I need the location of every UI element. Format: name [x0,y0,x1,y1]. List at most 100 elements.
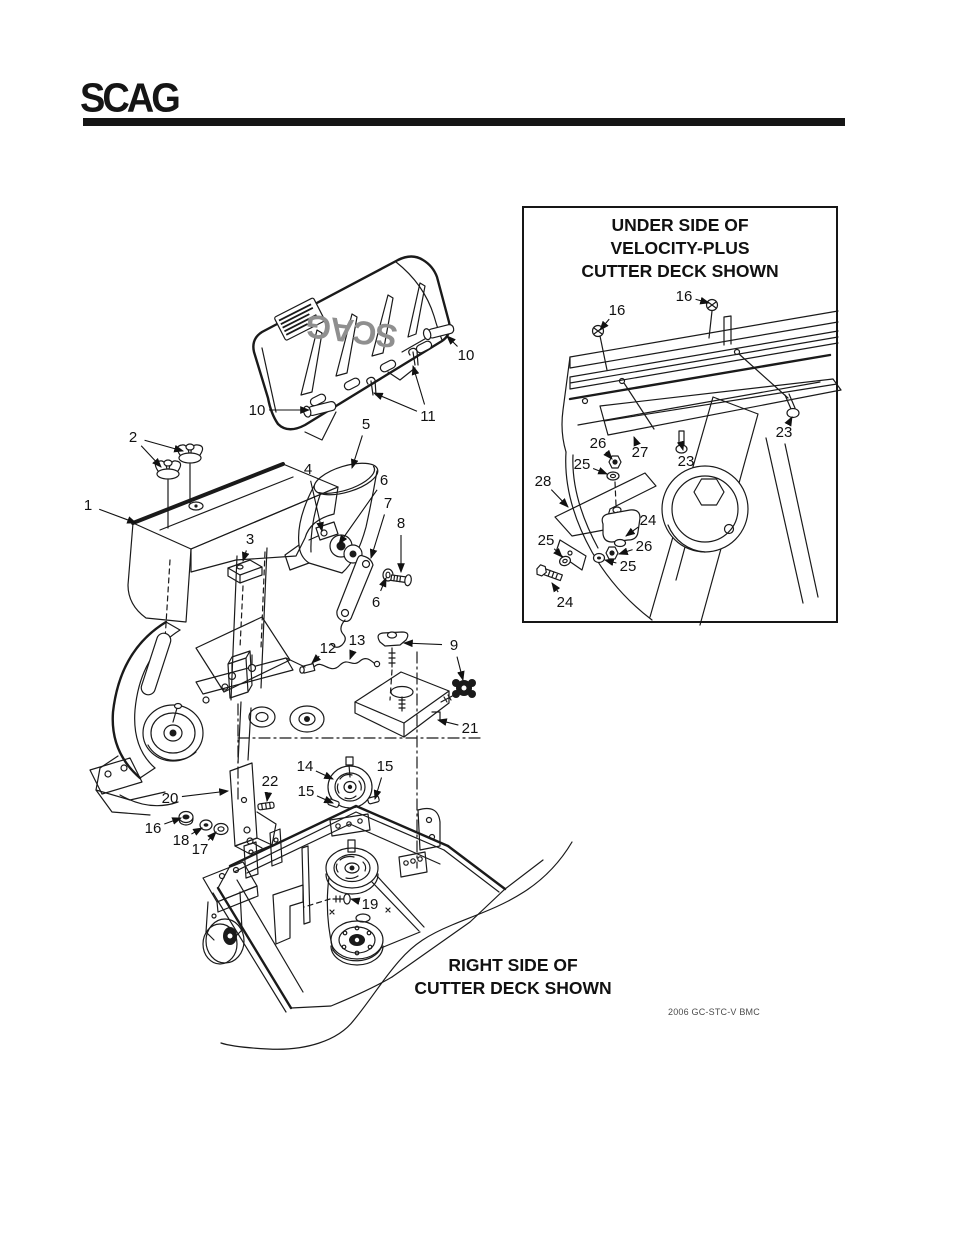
callout-leader-25 [603,558,617,566]
deck-screw [705,298,719,339]
deflector-brand-text: SCAG [304,308,399,356]
callout-leader-15 [373,777,383,801]
callout-leader-25 [592,467,609,475]
cutter-deck [202,804,544,1013]
callout-leader-9 [456,656,465,682]
callout-leader-7 [369,514,385,560]
callout-label-2: 2 [129,429,137,446]
callout-leader-25 [553,547,563,558]
callout-label-6: 6 [380,472,388,489]
callout-leader-21 [436,718,459,726]
inset-underside-art [536,298,842,626]
callout-leader-2 [140,445,162,468]
callout-leader-9 [402,639,443,648]
inset-title-line-2: VELOCITY-PLUS [610,238,750,258]
scag-logo: SCAG [80,76,181,122]
callout-leader-20 [181,788,230,798]
callout-leader-24 [625,526,639,537]
callout-label-25: 25 [538,532,555,549]
callout-leader-4 [310,480,324,533]
callout-label-12: 12 [320,640,337,657]
callout-label-25: 25 [574,456,591,473]
t-knob [377,631,409,701]
callout-leader-16 [164,817,183,825]
callout-label-3: 3 [246,531,254,548]
callout-leader-18 [191,827,203,836]
callout-leader-27 [633,435,641,447]
washers [199,819,229,836]
inset-title: UNDER SIDE OF VELOCITY-PLUS CUTTER DECK … [534,214,826,283]
callout-label-26: 26 [636,538,653,555]
link-bolt [390,574,412,587]
blade-bolt-angled [536,564,563,582]
callout-label-4: 4 [304,461,312,478]
callout-label-16: 16 [145,820,162,837]
clevis-pin-small [257,801,275,811]
callout-leader-23 [784,416,793,427]
main-caption: RIGHT SIDE OF CUTTER DECK SHOWN [396,954,630,1000]
document-code: 2006 GC-STC-V BMC [668,1007,760,1017]
callout-label-20: 20 [162,790,179,807]
callout-label-7: 7 [384,495,392,512]
callout-leader-10 [446,335,458,347]
callout-leader-11 [372,392,418,412]
callout-label-15: 15 [298,783,315,800]
callout-label-19: 19 [362,896,379,913]
callout-label-25: 25 [620,558,637,575]
support-link [330,554,374,648]
control-cable [299,658,381,674]
callout-leader-16 [695,296,711,305]
star-knob [440,679,476,703]
callout-label-23: 23 [776,424,793,441]
break-line [220,841,573,1050]
belt-cover [127,462,339,623]
callout-label-28: 28 [535,473,552,490]
callout-label-27: 27 [632,444,649,461]
cotter-pins [366,347,419,396]
wing-nuts [154,443,204,641]
lock-nut [178,810,194,826]
inset-title-line-3: CUTTER DECK SHOWN [581,261,779,281]
callout-label-6: 6 [372,594,380,611]
callout-leader-13 [349,649,357,661]
callout-leader-12 [311,654,322,664]
callout-leader-3 [241,550,250,563]
alignment-lines [237,651,484,869]
callout-leader-26 [617,547,633,555]
clevis-pin-right [422,324,455,341]
callout-label-16: 16 [676,288,693,305]
idler-housing [89,547,325,816]
callout-label-22: 22 [262,773,279,790]
callout-label-18: 18 [173,832,190,849]
callout-leader-22 [264,791,273,803]
callout-label-26: 26 [590,435,607,452]
callout-label-16: 16 [609,302,626,319]
callout-label-11: 11 [420,408,436,425]
spindle-hub [661,465,749,553]
callout-leader-15 [316,795,335,804]
callout-leader-1 [99,508,138,524]
cover-plate [354,671,450,738]
callout-label-17: 17 [192,841,209,858]
deflector-shield: SCAG [252,255,451,441]
callout-leader-14 [315,770,334,780]
link-washer [382,568,394,582]
inset-box-border [522,206,838,623]
idler-pulley [327,756,373,809]
callout-label-1: 1 [84,497,92,514]
callout-leader-28 [550,489,569,508]
callout-leader-6 [379,576,387,592]
callout-label-10: 10 [249,402,266,419]
callout-label-13: 13 [349,632,366,649]
carriage-bolt [784,393,800,419]
callout-leader-16 [599,318,610,331]
callout-label-10: 10 [458,347,475,364]
callout-leader-26 [603,449,613,460]
callout-label-21: 21 [462,720,479,737]
caption-line-2: CUTTER DECK SHOWN [414,978,612,998]
callout-leader-6 [338,489,378,545]
